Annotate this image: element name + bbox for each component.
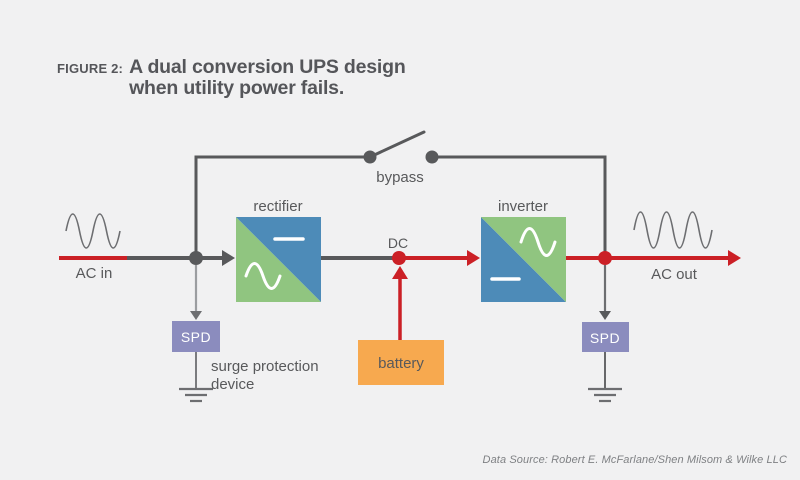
bypass-line-right — [434, 155, 607, 256]
spd-left-label: SPD — [181, 329, 211, 345]
figure-title: FIGURE 2: A dual conversion UPS design w… — [57, 57, 406, 99]
inverter-block — [481, 217, 566, 302]
ac-in-label: AC in — [76, 265, 113, 282]
spd-right-box — [582, 322, 629, 352]
ac-in-arrowhead-icon — [222, 250, 235, 266]
bypass-circuit — [194, 130, 607, 258]
ac-out-sine-wave-icon — [633, 211, 713, 249]
data-source-credit: Data Source: Robert E. McFarlane/Shen Mi… — [482, 454, 787, 466]
ac-out-label: AC out — [651, 266, 698, 283]
figure-label: FIGURE 2: — [57, 61, 124, 76]
bypass-switch-blade-icon — [368, 130, 426, 159]
inverter-label: inverter — [498, 198, 548, 215]
rectifier-label: rectifier — [253, 198, 302, 215]
dc-label: DC — [388, 235, 408, 251]
inverter-green-triangle — [481, 217, 566, 302]
battery-box — [358, 340, 444, 385]
output-junction-dot — [598, 251, 612, 265]
surge-protection-label-line2: device — [211, 376, 254, 393]
ground-right-icon — [588, 387, 622, 403]
dc-junction-dot — [392, 251, 406, 265]
spd-right-label: SPD — [590, 330, 620, 346]
battery-label: battery — [378, 355, 424, 372]
spd-left-arrowhead-icon — [190, 311, 202, 320]
rectifier-ac-sine-icon — [244, 262, 282, 290]
bypass-label: bypass — [376, 169, 424, 186]
ac-in-sine-wave-icon — [65, 213, 121, 249]
title-line-1: A dual conversion UPS design — [129, 56, 406, 78]
surge-protection-label-line1: surge protection — [211, 358, 319, 375]
spd-left-box — [172, 321, 220, 352]
battery-arrowhead-icon — [392, 266, 408, 279]
bypass-contact-dot-right — [425, 150, 439, 164]
bypass-contact-dot-left — [363, 150, 377, 164]
dc-to-inverter-arrowhead-icon — [467, 250, 480, 266]
ground-left-icon — [179, 387, 213, 403]
inverter-ac-sine-icon — [519, 227, 557, 257]
spd-right-arrowhead-icon — [599, 311, 611, 320]
bypass-line-left — [194, 155, 368, 258]
rectifier-block — [236, 217, 321, 302]
input-junction-dot — [189, 251, 203, 265]
title-line-2: when utility power fails. — [129, 77, 345, 99]
figure-title-text: A dual conversion UPS design when utilit… — [129, 56, 406, 99]
ac-out-arrowhead-icon — [728, 250, 741, 266]
